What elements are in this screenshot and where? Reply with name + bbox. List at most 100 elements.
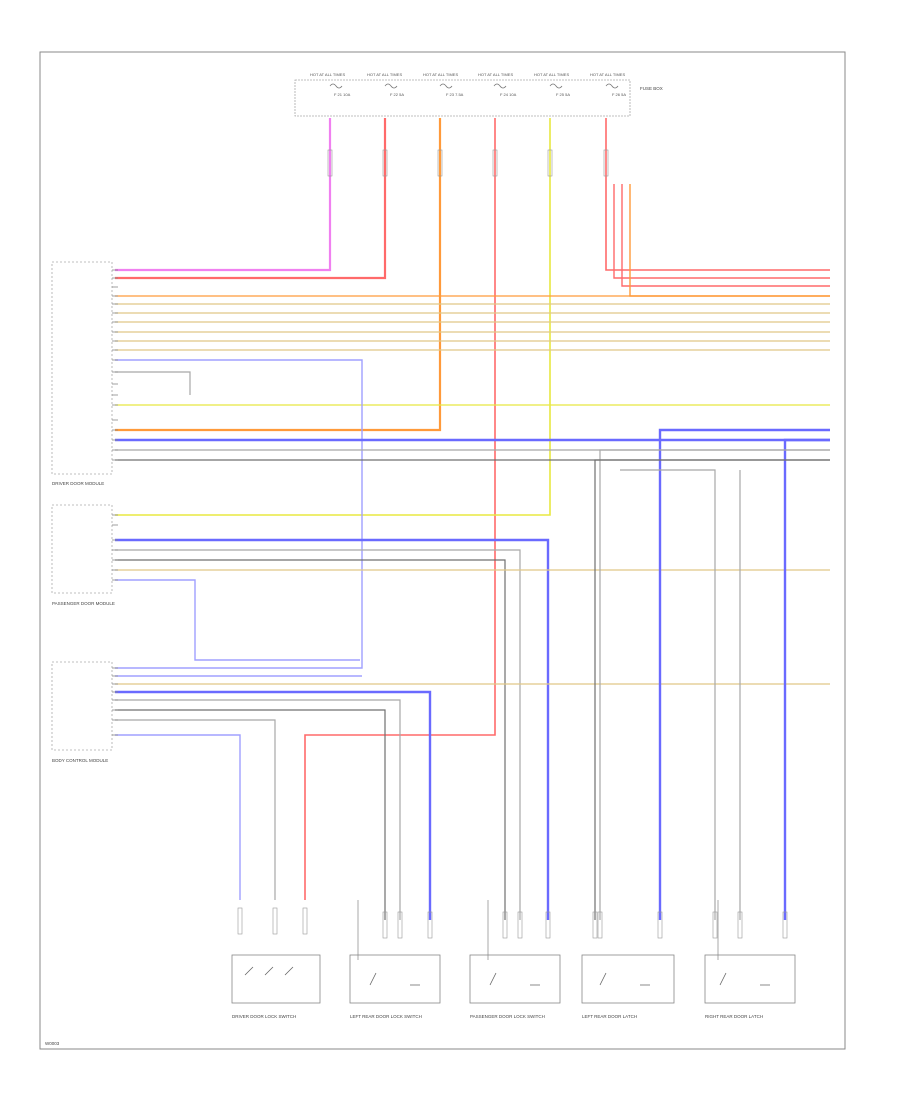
fuse-2-top: HOT AT ALL TIMES xyxy=(367,72,402,77)
wire-red-7 xyxy=(613,184,830,279)
wire-connector-7 xyxy=(237,907,243,935)
fuse-2: HOT AT ALL TIMES F 22 5A xyxy=(367,72,404,97)
driver-door-module: DRIVER DOOR MODULE xyxy=(51,261,113,486)
wire-connector-8 xyxy=(272,907,278,935)
fuse-1-label: F 21 10A xyxy=(334,92,351,97)
wire-blue-35 xyxy=(658,428,830,920)
wire-red-2 xyxy=(115,118,387,280)
wire-connector-18 xyxy=(657,911,663,939)
switch-2-box xyxy=(349,954,441,1004)
fuse-1-top: HOT AT ALL TIMES xyxy=(310,72,345,77)
driver-door-module-box xyxy=(51,261,113,475)
fuse-6-symbol xyxy=(605,83,619,89)
wire-connector-12 xyxy=(427,911,433,939)
wire-connector-21 xyxy=(782,911,788,939)
switch-2-contacts xyxy=(369,972,420,986)
wire-darkgray-32 xyxy=(115,709,386,920)
wire-connector-5 xyxy=(547,149,553,177)
wire-gray-24 xyxy=(115,549,521,920)
fuse-5-label: F 25 5A xyxy=(556,92,570,97)
switch-1-label: DRIVER DOOR LOCK SWITCH xyxy=(232,1014,296,1019)
wire-connector-2 xyxy=(382,149,388,177)
wire-gray-31 xyxy=(115,699,401,920)
fuse-6: HOT AT ALL TIMES F 26 5A xyxy=(590,72,626,97)
switch-4-box xyxy=(581,954,675,1004)
wire-orange-3 xyxy=(115,118,442,432)
switch-2-label: LEFT REAR DOOR LOCK SWITCH xyxy=(350,1014,422,1019)
body-control-module-label: BODY CONTROL MODULE xyxy=(52,758,108,763)
fuse-3-top: HOT AT ALL TIMES xyxy=(423,72,458,77)
wire-connector-17 xyxy=(597,911,603,939)
fuse-6-label: F 26 5A xyxy=(612,92,626,97)
wire-connector-11 xyxy=(397,911,403,939)
switch-3-contacts xyxy=(489,972,540,986)
switch-1-contacts xyxy=(244,966,294,976)
wire-connector-16 xyxy=(592,911,598,939)
wire-connector-14 xyxy=(517,911,523,939)
switch-passenger-door-lock: PASSENGER DOOR LOCK SWITCH xyxy=(469,954,561,1019)
switch-5-contacts xyxy=(719,972,770,986)
wire-red-6 xyxy=(605,118,830,271)
fuse-3: HOT AT ALL TIMES F 23 7.5A xyxy=(423,72,464,97)
passenger-door-module-label: PASSENGER DOOR MODULE xyxy=(52,601,115,606)
switch-4-contacts xyxy=(599,972,650,986)
fuse-5-top: HOT AT ALL TIMES xyxy=(534,72,569,77)
switch-1-box xyxy=(231,954,321,1004)
fuse-5-symbol xyxy=(549,83,563,89)
wire-gray-33 xyxy=(115,719,276,900)
wire-yellow-5 xyxy=(115,118,551,516)
passenger-door-module: PASSENGER DOOR MODULE xyxy=(51,504,115,606)
switch-right-rear-door-latch: RIGHT REAR DOOR LATCH xyxy=(704,954,796,1019)
wire-connector-9 xyxy=(302,907,308,935)
switch-5-label: RIGHT REAR DOOR LATCH xyxy=(705,1014,763,1019)
fuse-box: FUSE BOX HOT AT ALL TIMES F 21 10A HOT A… xyxy=(294,72,663,117)
switch-left-rear-door-lock: LEFT REAR DOOR LOCK SWITCH xyxy=(349,954,441,1019)
wire-lightblue-18 xyxy=(115,359,363,669)
fuse-5: HOT AT ALL TIMES F 25 5A xyxy=(534,72,570,97)
wire-connector-6 xyxy=(603,149,609,177)
wire-connector-19 xyxy=(712,911,718,939)
fuse-3-symbol xyxy=(439,83,453,89)
fuse-2-symbol xyxy=(384,83,398,89)
fuse-4-label: F 24 10A xyxy=(500,92,517,97)
wire-blue-23 xyxy=(115,538,550,920)
diagram-frame xyxy=(39,51,846,1050)
fuse-4-top: HOT AT ALL TIMES xyxy=(478,72,513,77)
fuse-4-symbol xyxy=(493,83,507,89)
wire-pink-1 xyxy=(115,118,332,272)
wires xyxy=(112,118,830,960)
fuse-1: HOT AT ALL TIMES F 21 10A xyxy=(310,72,351,97)
fuse-box-outline xyxy=(294,79,631,117)
wire-orange-9 xyxy=(629,184,830,297)
fuse-box-label: FUSE BOX xyxy=(640,86,663,91)
wire-connector-15 xyxy=(545,911,551,939)
switch-driver-door-lock: DRIVER DOOR LOCK SWITCH xyxy=(231,954,321,1019)
fuse-4: HOT AT ALL TIMES F 24 10A xyxy=(478,72,517,97)
wire-darkgray-25 xyxy=(115,559,506,920)
wire-gray-39 xyxy=(620,469,716,920)
wire-connector-13 xyxy=(502,911,508,939)
wire-connector-4 xyxy=(492,149,498,177)
fuse-3-label: F 23 7.5A xyxy=(446,92,464,97)
wire-blue-30 xyxy=(115,690,432,920)
wire-connector-3 xyxy=(437,149,443,177)
fuse-6-top: HOT AT ALL TIMES xyxy=(590,72,625,77)
wire-lightblue-27 xyxy=(115,579,360,661)
wire-gray-37 xyxy=(599,449,830,920)
driver-door-module-label: DRIVER DOOR MODULE xyxy=(52,481,104,486)
body-control-module-box xyxy=(51,661,113,751)
switch-3-box xyxy=(469,954,561,1004)
wire-darkgray-38 xyxy=(594,459,830,920)
wire-connector-20 xyxy=(737,911,743,939)
wire-blue-36 xyxy=(783,438,830,920)
body-control-module: BODY CONTROL MODULE xyxy=(51,661,113,763)
wire-connector-10 xyxy=(382,911,388,939)
wire-lightblue-34 xyxy=(115,734,241,900)
switch-3-label: PASSENGER DOOR LOCK SWITCH xyxy=(470,1014,545,1019)
footer-code: W0003 xyxy=(45,1041,60,1046)
switch-5-box xyxy=(704,954,796,1004)
wire-red-8 xyxy=(621,184,830,287)
wire-connector-1 xyxy=(327,149,333,177)
fuse-2-label: F 22 5A xyxy=(390,92,404,97)
